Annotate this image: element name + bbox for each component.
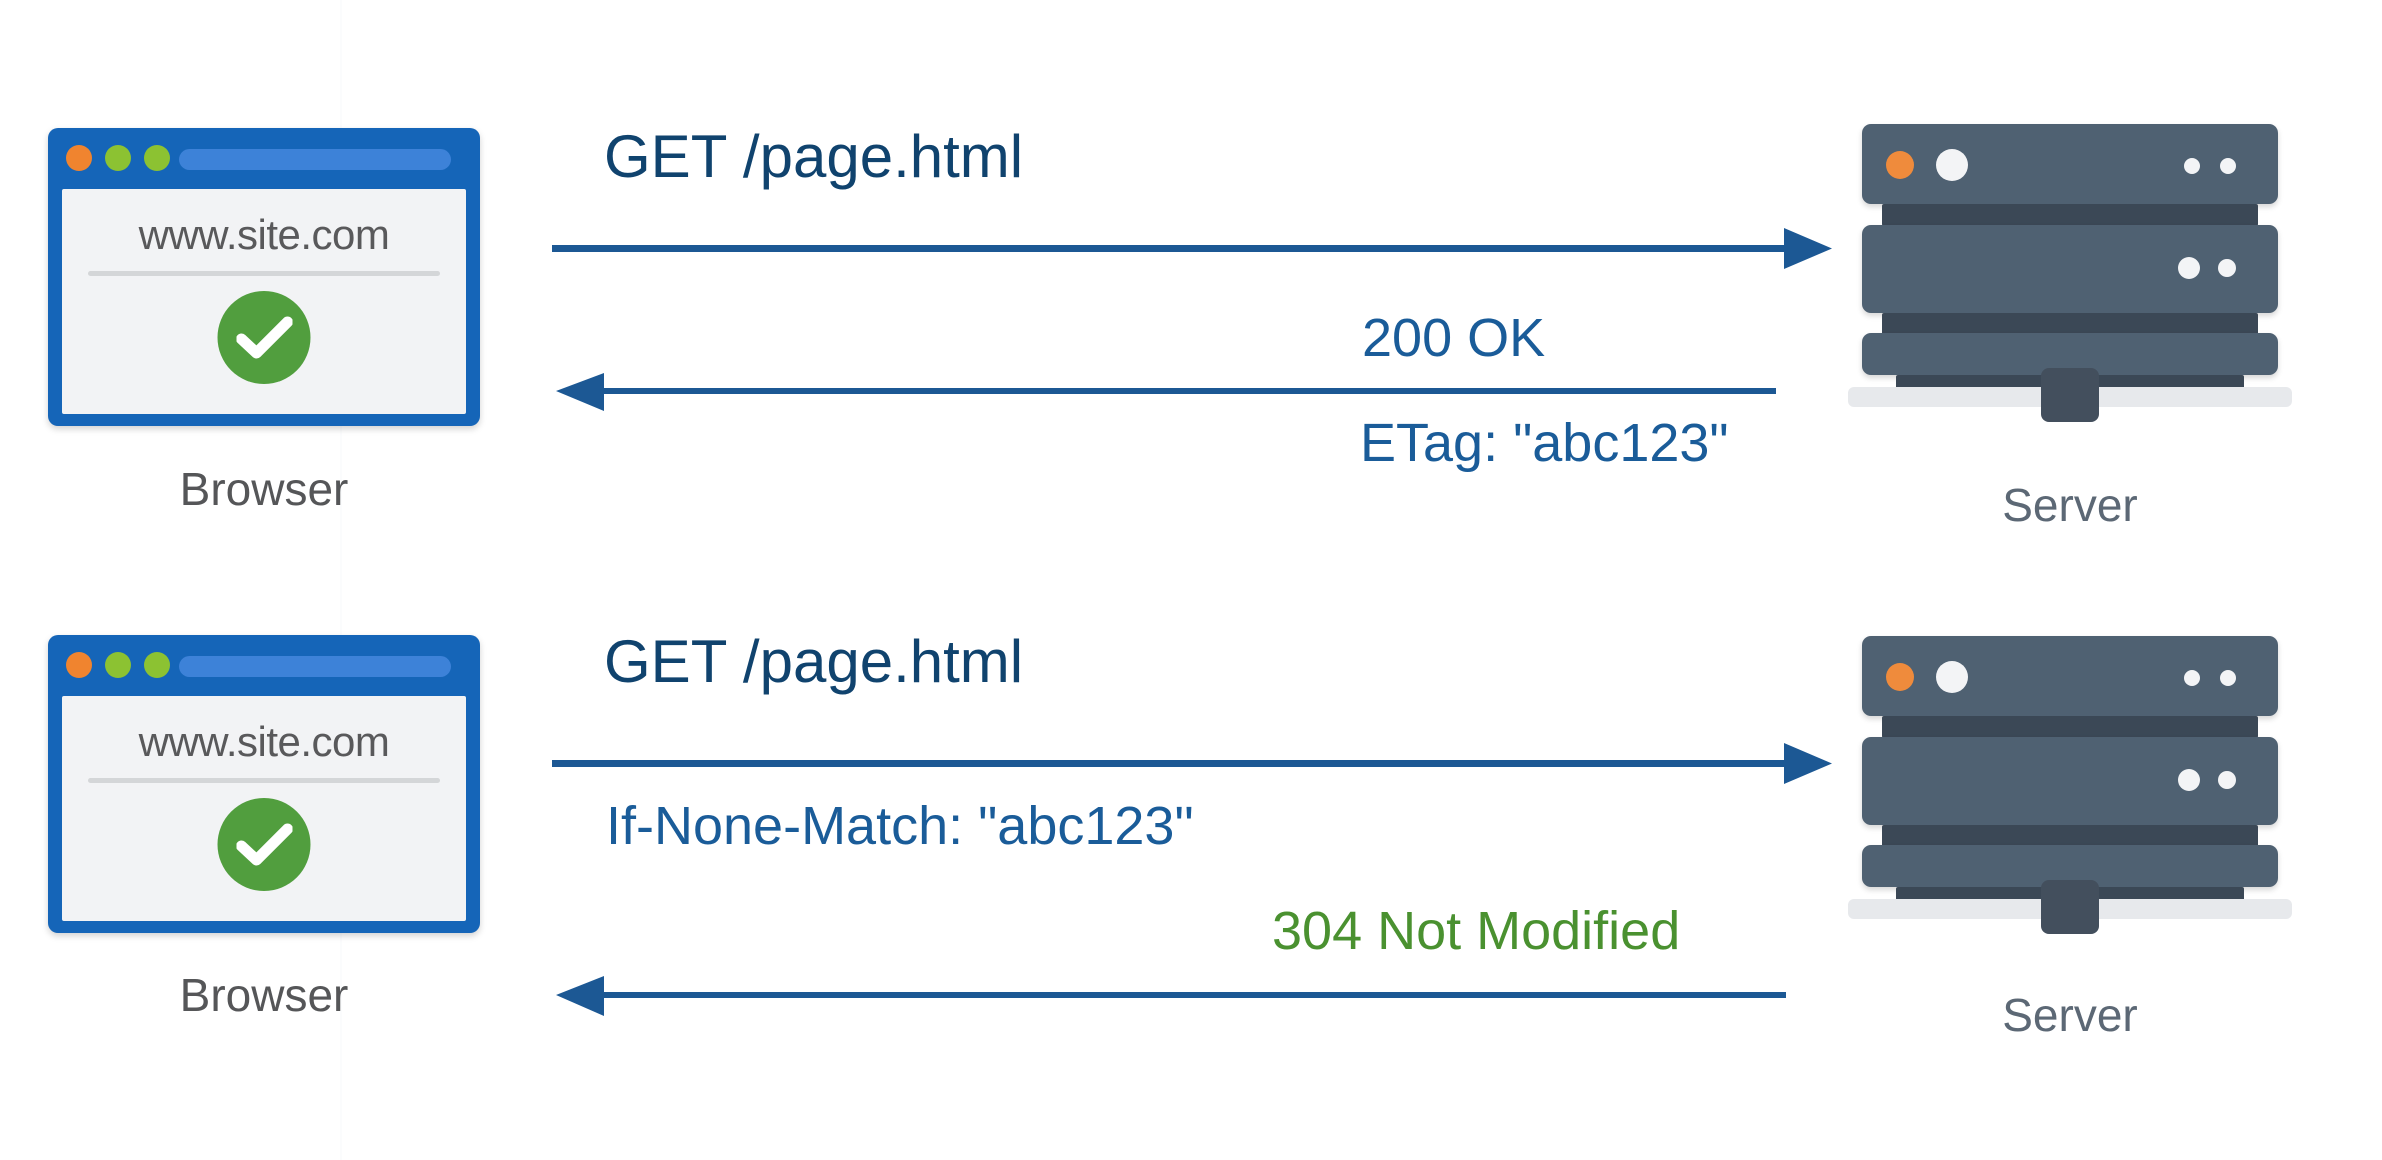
close-dot-icon[interactable] <box>66 145 92 171</box>
maximize-dot-icon[interactable] <box>144 652 170 678</box>
status-led-icon <box>2220 670 2236 686</box>
status-led-icon <box>2220 158 2236 174</box>
status-led-icon <box>2178 257 2200 279</box>
request-arrow-right-row1 <box>552 225 1832 273</box>
response-arrow-left-row1 <box>556 370 1776 414</box>
server-graphic-row2 <box>1848 636 2292 934</box>
browser-traffic-lights <box>66 652 170 678</box>
power-led-icon <box>1886 151 1914 179</box>
server-rack-middle <box>1862 225 2278 313</box>
server-rack-middle <box>1862 737 2278 825</box>
check-circle-icon <box>217 291 311 384</box>
browser-urlbar-pill[interactable] <box>179 656 451 677</box>
server-label-row2: Server <box>2002 989 2138 1041</box>
browser-label-row1: Browser <box>179 463 349 515</box>
browser-window-row1: www.site.com <box>48 128 480 426</box>
browser-viewport: www.site.com <box>62 189 466 414</box>
response-arrow-left-row2 <box>556 972 1786 1020</box>
browser-url-text: www.site.com <box>138 718 390 765</box>
background-seam <box>341 0 342 1160</box>
url-underline <box>88 778 440 783</box>
browser-viewport: www.site.com <box>62 696 466 921</box>
response-header-row1: ETag: "abc123" <box>1360 413 1729 473</box>
maximize-dot-icon[interactable] <box>144 145 170 171</box>
status-led-icon <box>2218 259 2236 277</box>
minimize-dot-icon[interactable] <box>105 652 131 678</box>
activity-led-icon <box>1936 149 1968 181</box>
server-label-row1: Server <box>2002 479 2138 531</box>
server-rack-top <box>1862 636 2278 716</box>
server-graphic-row1 <box>1848 124 2292 422</box>
close-dot-icon[interactable] <box>66 652 92 678</box>
rack-gap-shadow <box>1882 716 2258 738</box>
server-stand <box>2041 368 2099 422</box>
background-seam <box>340 0 341 1160</box>
power-led-icon <box>1886 663 1914 691</box>
browser-url-text: www.site.com <box>138 211 390 258</box>
minimize-dot-icon[interactable] <box>105 145 131 171</box>
check-circle-icon <box>217 798 311 891</box>
status-led-icon <box>2178 769 2200 791</box>
url-underline <box>88 271 440 276</box>
request-arrow-right-row2 <box>552 740 1832 788</box>
status-led-icon <box>2184 670 2200 686</box>
browser-window-row2: www.site.com <box>48 635 480 933</box>
rack-gap-shadow <box>1882 204 2258 226</box>
browser-traffic-lights <box>66 145 170 171</box>
server-rack-top <box>1862 124 2278 204</box>
rack-gap-shadow <box>1882 313 2258 335</box>
request-text-row2: GET /page.html <box>604 628 1024 695</box>
status-led-icon <box>2184 158 2200 174</box>
rack-gap-shadow <box>1882 825 2258 847</box>
browser-label-row2: Browser <box>179 969 349 1021</box>
browser-urlbar-pill[interactable] <box>179 149 451 170</box>
request-header-row2: If-None-Match: "abc123" <box>606 796 1194 856</box>
status-led-icon <box>2218 771 2236 789</box>
response-status-row2: 304 Not Modified <box>1272 901 1681 961</box>
request-text-row1: GET /page.html <box>604 123 1024 190</box>
server-stand <box>2041 880 2099 934</box>
response-status-row1: 200 OK <box>1362 308 1546 368</box>
activity-led-icon <box>1936 661 1968 693</box>
